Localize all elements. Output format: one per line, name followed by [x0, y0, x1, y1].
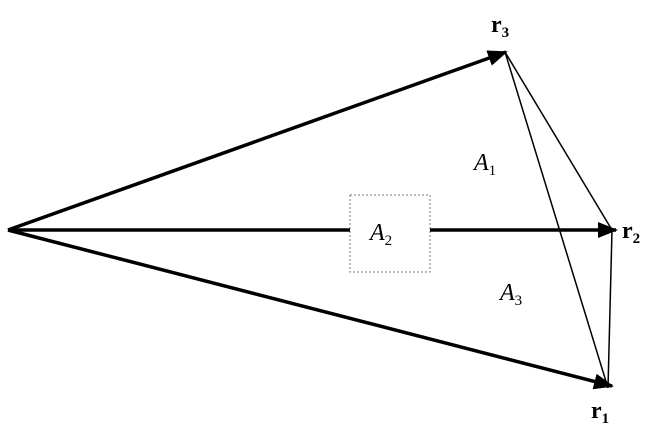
edge-r3-r2 — [504, 51, 613, 231]
label-a3: A3 — [498, 280, 522, 309]
vector-r1 — [7, 228, 614, 390]
label-a2: A2 — [368, 220, 392, 249]
label-r2: r2 — [622, 218, 640, 247]
a2-box — [349, 194, 431, 273]
label-r3: r3 — [491, 12, 509, 41]
edge-r3-r1 — [504, 51, 609, 389]
label-r1: r1 — [591, 398, 609, 427]
vector-r3 — [7, 50, 508, 232]
edge-r2-r1 — [607, 229, 613, 389]
label-a1: A1 — [472, 150, 496, 179]
